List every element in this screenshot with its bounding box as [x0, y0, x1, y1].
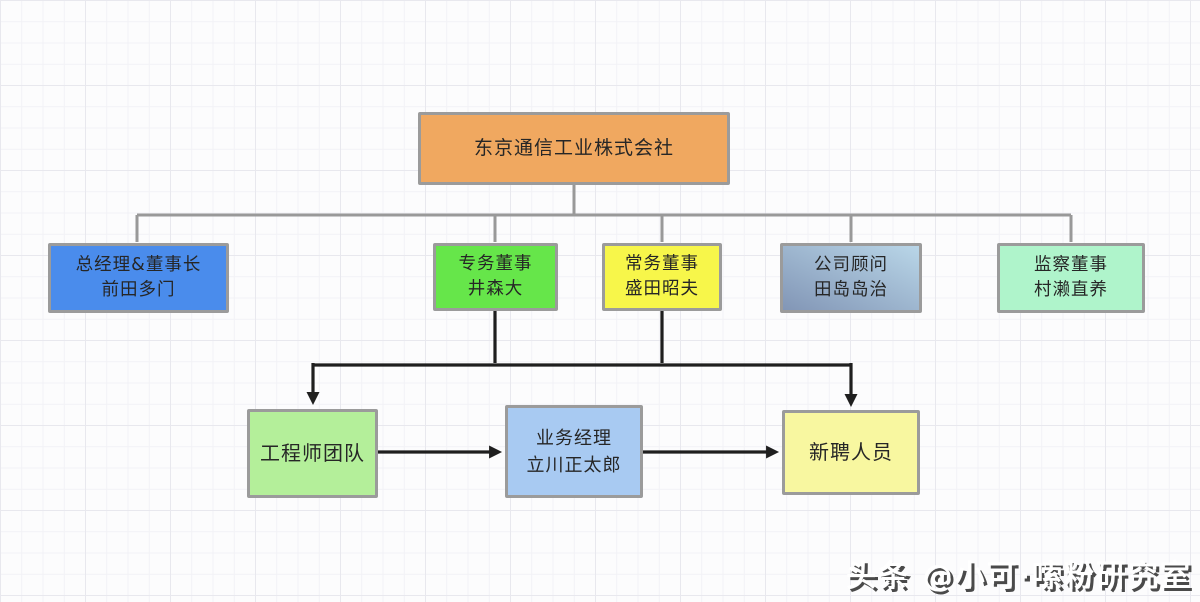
node-advisor-title: 公司顾问	[814, 255, 888, 275]
node-president-title: 总经理&董事长	[75, 255, 202, 275]
connector-black-bus	[313, 311, 851, 367]
node-managing-director-name: 盛田昭夫	[625, 279, 699, 299]
node-business-manager-title: 业务经理	[536, 427, 612, 449]
watermark-text: 头条 @小可·嗦粉研究室	[846, 559, 1192, 594]
node-new-hires-label: 新聘人员	[809, 440, 893, 464]
node-president: 总经理&董事长 前田多门	[48, 243, 229, 313]
node-engineer-team-label: 工程师团队	[260, 441, 365, 465]
node-senior-director: 专务董事 井森大	[433, 243, 558, 311]
connector-gray-tree	[135, 185, 1073, 242]
node-managing-director-title: 常务董事	[625, 254, 699, 274]
node-engineer-team: 工程师团队	[247, 409, 378, 498]
node-company-label: 东京通信工业株式会社	[473, 137, 674, 159]
node-managing-director: 常务董事 盛田昭夫	[602, 243, 722, 311]
node-new-hires: 新聘人员	[782, 410, 920, 495]
node-business-manager-name: 立川正太郎	[526, 454, 622, 476]
node-business-manager: 业务经理 立川正太郎	[505, 405, 643, 498]
node-company: 东京通信工业株式会社	[418, 112, 730, 185]
node-senior-director-name: 井森大	[467, 279, 524, 299]
node-president-name: 前田多门	[101, 280, 176, 300]
node-supervisor: 监察董事 村濑直养	[997, 243, 1145, 313]
node-supervisor-name: 村濑直养	[1034, 280, 1108, 300]
node-supervisor-title: 监察董事	[1034, 255, 1108, 275]
node-advisor: 公司顾问 田岛岛治	[780, 243, 922, 313]
node-advisor-name: 田岛岛治	[814, 280, 888, 300]
node-senior-director-title: 专务董事	[458, 254, 533, 274]
